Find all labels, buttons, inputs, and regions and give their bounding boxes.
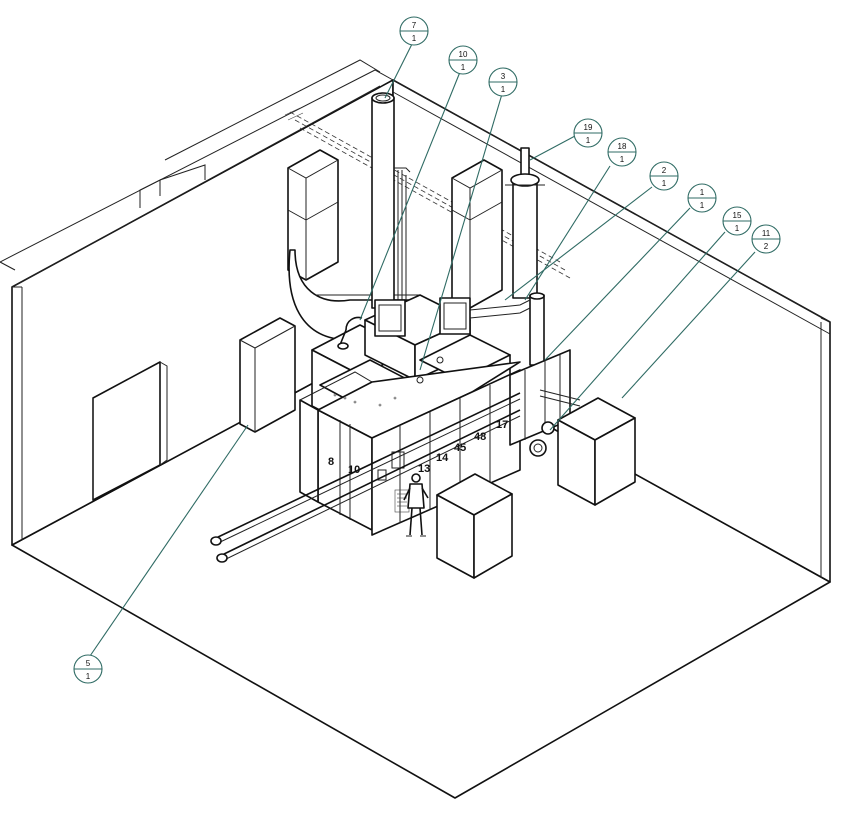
svg-text:5: 5 bbox=[86, 659, 91, 668]
svg-text:1: 1 bbox=[586, 136, 591, 145]
svg-text:1: 1 bbox=[700, 201, 705, 210]
callout-19: 19 1 bbox=[573, 118, 603, 148]
mark-10: 10 bbox=[348, 464, 360, 476]
callout-5: 5 1 bbox=[73, 654, 103, 684]
callout-7: 7 1 bbox=[399, 16, 429, 46]
svg-text:2: 2 bbox=[764, 242, 769, 251]
mark-13: 13 bbox=[418, 463, 430, 475]
svg-text:1: 1 bbox=[700, 188, 705, 197]
svg-text:1: 1 bbox=[461, 63, 466, 72]
leader-lines bbox=[89, 39, 756, 657]
callout-bubbles: 7 1 10 1 3 1 19 1 18 1 2 1 bbox=[73, 16, 781, 684]
svg-text:19: 19 bbox=[584, 123, 593, 132]
mark-48: 48 bbox=[474, 431, 486, 443]
callout-2: 2 1 bbox=[649, 161, 679, 191]
svg-text:1: 1 bbox=[620, 155, 625, 164]
svg-text:1: 1 bbox=[86, 672, 91, 681]
control-cabinet-left bbox=[239, 317, 296, 433]
svg-text:7: 7 bbox=[412, 21, 417, 30]
mark-45: 45 bbox=[454, 442, 466, 454]
callout-1: 1 1 bbox=[687, 183, 717, 213]
callout-3: 3 1 bbox=[488, 67, 518, 97]
svg-text:18: 18 bbox=[618, 142, 627, 151]
svg-text:1: 1 bbox=[501, 85, 506, 94]
callout-18: 18 1 bbox=[607, 137, 637, 167]
callout-11: 11 2 bbox=[751, 224, 781, 254]
svg-text:1: 1 bbox=[735, 224, 740, 233]
mark-17: 17 bbox=[496, 419, 508, 431]
mark-14: 14 bbox=[436, 452, 449, 464]
svg-text:11: 11 bbox=[762, 229, 771, 238]
cabinet-front bbox=[436, 473, 513, 579]
callout-15: 15 1 bbox=[722, 206, 752, 236]
module-marks: 8 10 13 14 45 48 17 bbox=[328, 419, 508, 476]
svg-text:15: 15 bbox=[733, 211, 742, 220]
person-figure bbox=[403, 473, 429, 537]
svg-text:10: 10 bbox=[459, 50, 468, 59]
cabinet-right bbox=[557, 397, 636, 506]
callout-10: 10 1 bbox=[448, 45, 478, 75]
svg-text:2: 2 bbox=[662, 166, 667, 175]
svg-text:3: 3 bbox=[501, 72, 506, 81]
svg-text:1: 1 bbox=[662, 179, 667, 188]
mark-8: 8 bbox=[328, 456, 334, 468]
svg-text:1: 1 bbox=[412, 34, 417, 43]
